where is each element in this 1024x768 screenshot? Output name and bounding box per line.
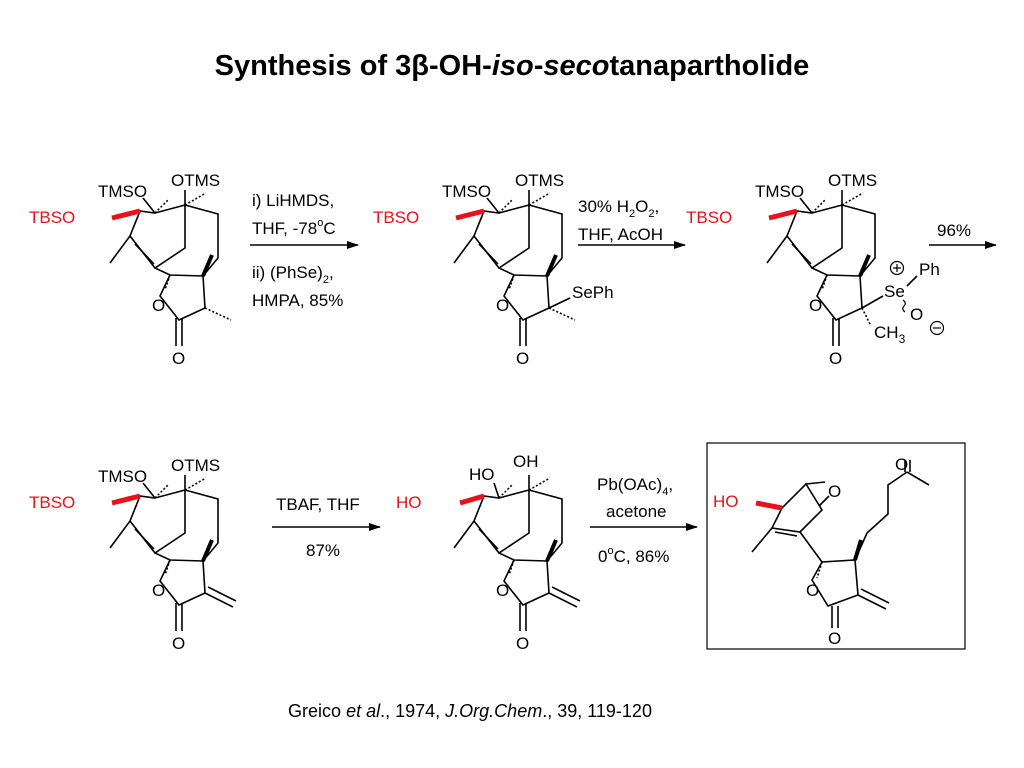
- compound-3-selenoxide: [766, 190, 945, 346]
- compound-4-labels: OTMS TMSO TBSO O O: [29, 456, 220, 653]
- tbso-label: TBSO: [29, 208, 75, 227]
- svg-text:87%: 87%: [306, 541, 340, 560]
- tmso-label: TMSO: [98, 467, 147, 486]
- svg-text:96%: 96%: [937, 221, 971, 240]
- svg-text:acetone: acetone: [606, 502, 667, 521]
- reagents-step-5: Pb(OAc)4, acetone 0oC, 86%: [597, 475, 673, 566]
- carbonyl-oxygen-label: O: [828, 629, 841, 648]
- compound-5-diol: [453, 475, 581, 631]
- otms-label: OTMS: [171, 456, 220, 475]
- tmso-label: TMSO: [98, 182, 147, 201]
- ketone-oxygen-label: O: [828, 482, 841, 501]
- tbso-label: TBSO: [686, 208, 732, 227]
- compound-5-labels: OH HO HO O O: [396, 452, 539, 653]
- reagents-step-4: TBAF, THF 87%: [276, 495, 360, 560]
- ho-red-label: HO: [396, 493, 422, 512]
- tmso-label: TMSO: [442, 182, 491, 201]
- svg-text:ii) (PhSe)2,: ii) (PhSe)2,: [252, 263, 334, 286]
- ho-red-label: HO: [713, 492, 739, 511]
- product-labels: HO O O O O: [713, 455, 908, 648]
- svg-text:30% H2O2,: 30% H2O2,: [578, 197, 659, 220]
- compound-2-labels: OTMS TMSO TBSO O O SePh: [373, 171, 614, 368]
- slide-title: Synthesis of 3β-OH-iso-secotanapartholid…: [214, 50, 810, 82]
- ph-label: Ph: [919, 260, 940, 279]
- selenoxide-oxygen-label: O: [910, 305, 923, 324]
- svg-text:TBAF, THF: TBAF, THF: [276, 495, 360, 514]
- tmso-label: TMSO: [755, 182, 804, 201]
- otms-label: OTMS: [828, 171, 877, 190]
- svg-text:HMPA, 85%: HMPA, 85%: [252, 291, 343, 310]
- compound-4-methylene-lactone: [109, 475, 237, 631]
- reagents-step-1: i) LiHMDS, THF, -78oC ii) (PhSe)2, HMPA,…: [252, 191, 343, 310]
- svg-text:Pb(OAc)4,: Pb(OAc)4,: [597, 475, 673, 498]
- svg-text:THF, -78oC: THF, -78oC: [252, 217, 336, 238]
- tbso-label: TBSO: [373, 208, 419, 227]
- carbonyl-oxygen-label: O: [516, 349, 529, 368]
- compound-2-selenide: [453, 190, 576, 346]
- compound-3-labels: OTMS TMSO TBSO O O Se Ph O CH3: [686, 171, 940, 368]
- product-box: [706, 442, 966, 650]
- reagents-step-2: 30% H2O2, THF, AcOH: [578, 197, 663, 244]
- ring-oxygen-label: O: [152, 581, 165, 600]
- ring-oxygen-label: O: [806, 581, 819, 600]
- carbonyl-oxygen-label: O: [829, 349, 842, 368]
- ring-oxygen-label: O: [152, 296, 165, 315]
- ring-oxygen-label: O: [496, 296, 509, 315]
- ring-oxygen-label: O: [496, 581, 509, 600]
- ring-oxygen-label: O: [809, 296, 822, 315]
- svg-text:THF, AcOH: THF, AcOH: [578, 225, 663, 244]
- ho-top-label: HO: [469, 465, 495, 484]
- reagents-step-3: 96%: [937, 221, 971, 240]
- product-seco-tanapartholide: [751, 460, 930, 628]
- carbonyl-oxygen-label: O: [172, 349, 185, 368]
- methyl-label: CH3: [874, 323, 906, 346]
- seph-label: SePh: [572, 283, 614, 302]
- oh-label: OH: [513, 452, 539, 471]
- compound-1-silyl-protected-lactone: [109, 190, 232, 346]
- compound-1-labels: OTMS TMSO TBSO O O: [29, 171, 220, 368]
- carbonyl-oxygen-label: O: [172, 634, 185, 653]
- svg-text:0oC, 86%: 0oC, 86%: [598, 545, 669, 566]
- side-chain-ketone-oxygen-label: O: [895, 455, 908, 474]
- otms-label: OTMS: [171, 171, 220, 190]
- se-label: Se: [884, 282, 905, 301]
- otms-label: OTMS: [515, 171, 564, 190]
- citation: Greico et al., 1974, J.Org.Chem., 39, 11…: [288, 701, 652, 721]
- tbso-label: TBSO: [29, 493, 75, 512]
- svg-text:i) LiHMDS,: i) LiHMDS,: [252, 191, 334, 210]
- carbonyl-oxygen-label: O: [516, 634, 529, 653]
